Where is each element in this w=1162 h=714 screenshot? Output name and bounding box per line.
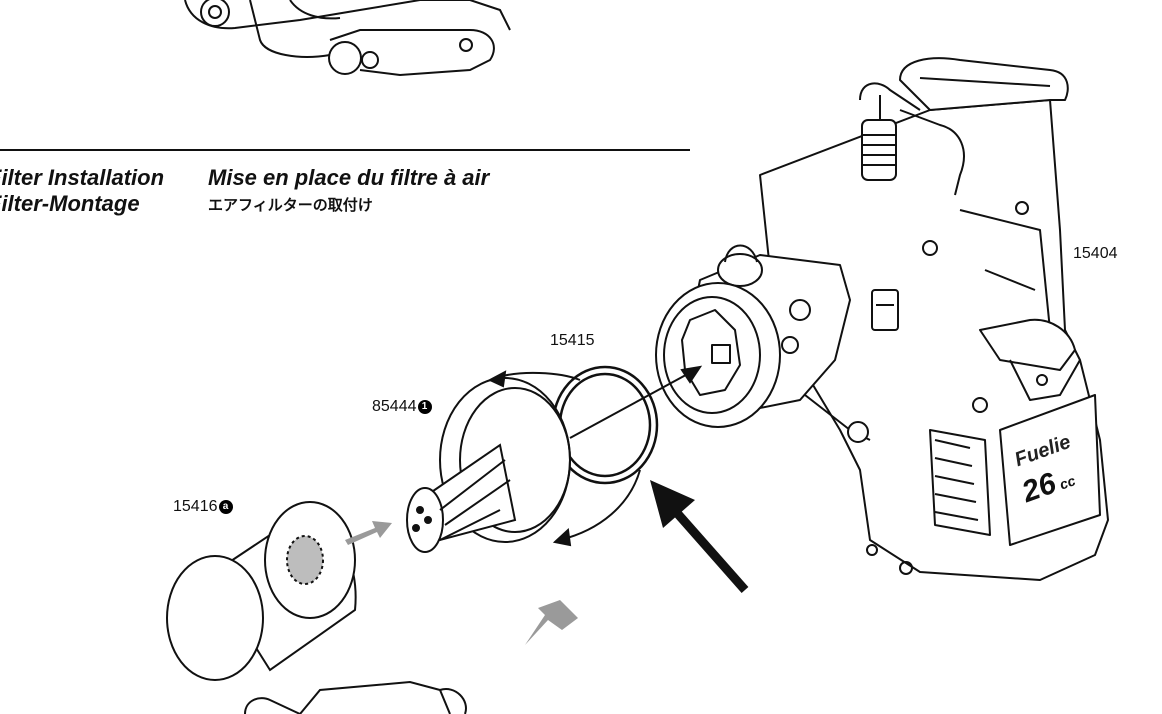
- engine-drawing: [655, 57, 1109, 581]
- part-number-engine: 15404: [1073, 245, 1118, 262]
- filter-badge: a: [218, 499, 233, 514]
- housing-badge: 1: [417, 399, 432, 414]
- foam-filter-15416: [166, 501, 357, 681]
- part-number-ring: 15415: [550, 332, 595, 349]
- chassis-partial-drawing: [184, 0, 511, 77]
- title-jp: エアフィルターの取付け: [208, 197, 373, 214]
- assembly-arrows: [487, 365, 703, 547]
- grey-arrows: [345, 521, 578, 645]
- filter-housing-85444: [406, 377, 571, 553]
- large-black-arrow: [650, 480, 749, 593]
- title-en-line2: Filter-Montage: [0, 191, 140, 216]
- title-en-line1: Filter Installation: [0, 165, 165, 190]
- bottom-partial-drawing: [244, 680, 467, 714]
- title-fr: Mise en place du filtre à air: [208, 165, 490, 190]
- filter-number: 15416: [173, 498, 218, 515]
- housing-number: 85444: [372, 398, 417, 415]
